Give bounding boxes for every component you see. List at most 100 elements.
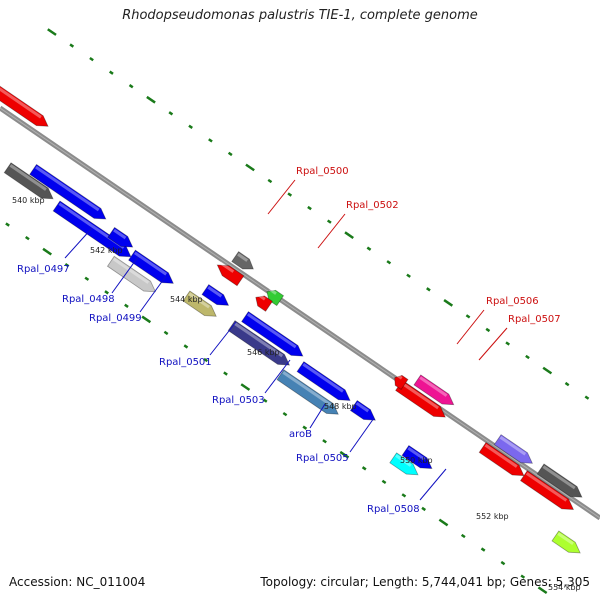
- gene-arrow[interactable]: [241, 311, 307, 361]
- gene-feature[interactable]: [551, 530, 584, 558]
- tick-mark: [344, 231, 354, 240]
- gene-feature[interactable]: [29, 163, 109, 224]
- gene-feature[interactable]: [536, 463, 585, 502]
- gene-arrow[interactable]: [107, 226, 136, 252]
- tick-mark: [401, 493, 407, 498]
- label-leader-line: [478, 327, 508, 361]
- gene-feature[interactable]: [413, 374, 457, 410]
- gene-feature[interactable]: [214, 260, 245, 287]
- label-leader-line: [456, 309, 485, 345]
- gene-feature[interactable]: [391, 373, 409, 390]
- gene-arrow-shine: [396, 374, 403, 380]
- gene-arrow[interactable]: [252, 292, 273, 312]
- gene-arrow[interactable]: [231, 251, 257, 274]
- gene-feature[interactable]: [128, 249, 177, 288]
- tick-mark: [307, 205, 312, 211]
- tick-mark: [188, 124, 193, 129]
- gene-arrow[interactable]: [391, 373, 409, 390]
- gene-arrow-shine: [237, 253, 249, 262]
- gene-arrow-shine: [207, 285, 223, 298]
- gene-arrow[interactable]: [389, 452, 422, 480]
- gene-feature[interactable]: [296, 361, 353, 406]
- gene-arrow[interactable]: [214, 260, 245, 287]
- gene-label-rpal-0502[interactable]: Rpal_0502: [346, 200, 399, 211]
- gene-arrow[interactable]: [551, 530, 584, 558]
- gene-label-rpal-0500[interactable]: Rpal_0500: [296, 166, 349, 177]
- gene-label-rpal-0503[interactable]: Rpal_0503: [212, 395, 265, 406]
- gene-feature[interactable]: [264, 287, 285, 307]
- gene-feature[interactable]: [519, 470, 577, 515]
- gene-feature[interactable]: [252, 292, 273, 312]
- tick-mark: [480, 547, 486, 552]
- gene-arrow-shine: [400, 381, 439, 410]
- gene-feature[interactable]: [241, 311, 307, 361]
- gene-arrow[interactable]: [201, 284, 232, 311]
- tick-mark: [485, 327, 491, 333]
- tick-mark: [287, 192, 293, 197]
- gene-feature[interactable]: [107, 226, 136, 252]
- gene-arrow[interactable]: [0, 81, 51, 131]
- gene-label-rpal-0499[interactable]: Rpal_0499: [89, 313, 142, 324]
- gene-label-rpal-0508[interactable]: Rpal_0508: [367, 504, 420, 515]
- gene-arrow[interactable]: [349, 399, 378, 426]
- scale-label-554: 554 kbp: [548, 583, 581, 592]
- gene-features: [0, 81, 585, 558]
- gene-feature[interactable]: [182, 290, 219, 321]
- gene-label-rpal-0501[interactable]: Rpal_0501: [159, 357, 212, 368]
- map-title: Rhodopseudomonas palustris TIE-1, comple…: [122, 8, 478, 23]
- gene-label-rpal-0506[interactable]: Rpal_0506: [486, 296, 539, 307]
- gene-arrow[interactable]: [264, 287, 285, 307]
- gene-arrow[interactable]: [478, 441, 527, 481]
- gene-label-rpal-0507[interactable]: Rpal_0507: [508, 314, 561, 325]
- tick-mark: [262, 398, 268, 403]
- gene-label-rpal-0497[interactable]: Rpal_0497: [17, 264, 70, 275]
- tick-mark: [47, 28, 57, 36]
- gene-feature[interactable]: [0, 81, 51, 131]
- gene-feature[interactable]: [276, 369, 342, 419]
- label-leader-line: [111, 256, 139, 294]
- gene-arrow[interactable]: [536, 463, 585, 502]
- gene-arrow-shine: [35, 165, 100, 212]
- gene-feature[interactable]: [478, 441, 527, 481]
- tick-mark: [124, 303, 129, 308]
- gene-arrow-shine: [395, 454, 412, 467]
- tick-mark: [542, 366, 553, 375]
- gene-arrow[interactable]: [296, 361, 353, 406]
- gene-feature[interactable]: [3, 162, 56, 204]
- gene-arrow-shine: [188, 292, 210, 309]
- gene-arrow-shine: [557, 532, 574, 546]
- gene-arrow[interactable]: [227, 320, 293, 370]
- tick-mark: [322, 439, 327, 444]
- gene-arrow[interactable]: [493, 434, 535, 469]
- gene-feature[interactable]: [106, 255, 158, 296]
- tick-mark: [128, 84, 134, 89]
- gene-arrow[interactable]: [3, 162, 56, 204]
- scale-label-548: 548 kbp: [324, 402, 357, 411]
- gene-arrow[interactable]: [128, 249, 177, 288]
- tick-mark: [465, 314, 471, 319]
- gene-arrow[interactable]: [276, 369, 342, 419]
- tick-mark: [42, 247, 53, 256]
- gene-arrow[interactable]: [519, 470, 577, 515]
- gene-feature[interactable]: [389, 452, 422, 480]
- gene-arrow[interactable]: [401, 444, 435, 474]
- gene-feature[interactable]: [231, 251, 257, 274]
- gene-feature[interactable]: [395, 379, 449, 423]
- gene-arrow[interactable]: [106, 255, 158, 296]
- gene-feature[interactable]: [493, 434, 535, 469]
- gene-feature[interactable]: [349, 399, 378, 426]
- gene-feature[interactable]: [227, 320, 293, 370]
- gene-arrow[interactable]: [413, 374, 457, 410]
- gene-arrow[interactable]: [395, 379, 449, 423]
- gene-arrow[interactable]: [182, 290, 219, 321]
- gene-arrow[interactable]: [29, 163, 109, 224]
- gene-label-rpal-0505[interactable]: Rpal_0505: [296, 453, 349, 464]
- gene-arrow-shine: [499, 436, 527, 456]
- tick-marks: [5, 28, 590, 595]
- gene-feature[interactable]: [201, 284, 232, 311]
- gene-label-rpal-0498[interactable]: Rpal_0498: [62, 294, 115, 305]
- tick-mark: [564, 381, 570, 387]
- gene-label-arob[interactable]: aroB: [289, 429, 312, 440]
- gene-feature[interactable]: [401, 444, 435, 474]
